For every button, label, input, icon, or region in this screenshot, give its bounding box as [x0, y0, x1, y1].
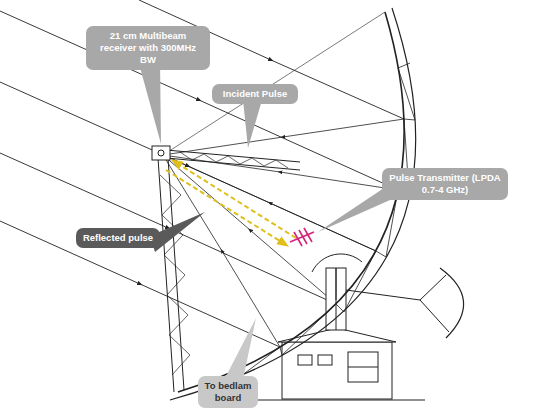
reflected-rays	[163, 119, 404, 347]
callout-text: Incident Pulse	[217, 88, 293, 100]
pulse-paths	[166, 160, 296, 246]
callout-tails	[138, 60, 390, 384]
transmitter-symbol	[290, 228, 314, 246]
callout-text: Reflected pulse	[81, 232, 155, 244]
callout-text: 21 cm Multibeam receiver with 300MHz BW	[91, 30, 205, 66]
callout-bubble: 21 cm Multibeam receiver with 300MHz BW	[86, 26, 210, 70]
callout-text: To bedlam board	[203, 380, 253, 404]
callout-bubble: Reflected pulse	[76, 228, 160, 248]
pedestal	[250, 254, 464, 400]
callout-bubble: Incident Pulse	[212, 84, 298, 104]
callout-text: Pulse Transmitter (LPDA 0.7-4 GHz)	[387, 172, 503, 196]
callout-bubble: To bedlam board	[198, 376, 258, 408]
callout-bubble: Pulse Transmitter (LPDA 0.7-4 GHz)	[382, 168, 508, 200]
